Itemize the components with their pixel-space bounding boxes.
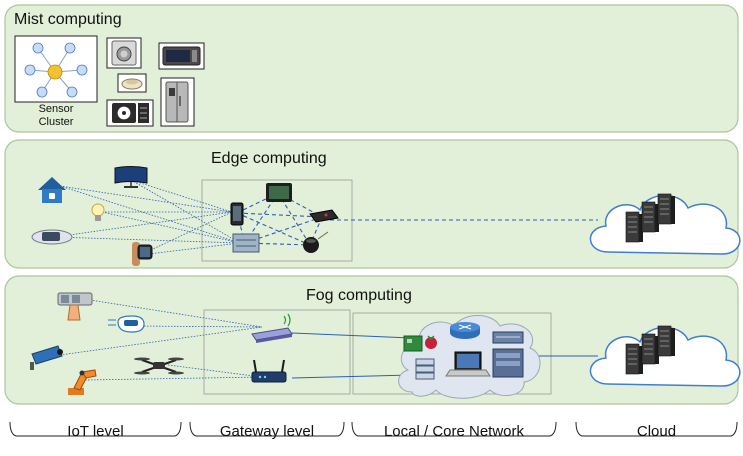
smart-home-icon	[38, 177, 66, 203]
air-conditioner-icon	[106, 99, 154, 127]
network-router-icon	[450, 322, 480, 339]
iot-level-label: IoT level	[67, 423, 124, 440]
smartwatch-icon	[132, 242, 153, 266]
fog-gateway-box	[203, 309, 351, 395]
wireless-gateway-icon	[251, 313, 293, 343]
gateway-box-icon	[232, 233, 260, 253]
fog-iot-links	[59, 299, 263, 381]
router-icon	[309, 209, 339, 223]
edge-panel	[4, 139, 739, 269]
sensor-label-line2: Cluster	[38, 116, 74, 128]
smoke-detector-icon	[117, 73, 147, 93]
smart-tv-icon	[114, 166, 148, 188]
level-brackets	[9, 421, 738, 437]
gateway-level-label: Gateway level	[219, 423, 315, 440]
fog-panel-title: Fog computing	[306, 287, 412, 304]
touch-panel-icon	[57, 292, 93, 321]
network-switch-icon	[492, 331, 524, 344]
smart-speaker-icon	[303, 231, 329, 253]
pulse-oximeter-icon	[31, 229, 73, 245]
mist-panel-title: Mist computing	[14, 11, 122, 28]
drone-icon	[134, 357, 184, 375]
sensor-label-line1: Sensor	[38, 103, 74, 115]
core-network-level-label: Local / Core Network	[383, 423, 525, 440]
fog-panel	[4, 275, 739, 405]
fog-core-links	[291, 332, 598, 379]
laptop-icon	[445, 351, 491, 377]
cloud-level-label: Cloud	[636, 423, 677, 440]
microwave-icon	[158, 42, 205, 70]
robot-arm-icon	[68, 369, 97, 395]
sensor-cluster-label: Sensor Cluster	[15, 103, 97, 129]
vr-headset-icon	[108, 315, 145, 333]
smartphone-icon	[230, 202, 244, 226]
edge-iot-links	[54, 179, 241, 256]
tablet-icon	[266, 183, 292, 202]
light-bulb-icon	[91, 203, 105, 221]
raspberry-pi-icon	[403, 335, 437, 352]
washing-machine-icon	[106, 37, 142, 69]
security-camera-icon	[30, 345, 63, 370]
wifi-router-icon	[251, 359, 287, 383]
refrigerator-icon	[160, 77, 195, 127]
server-icon	[415, 348, 524, 380]
edge-panel-title: Edge computing	[211, 150, 327, 167]
sensor-cluster-icon	[14, 35, 98, 103]
